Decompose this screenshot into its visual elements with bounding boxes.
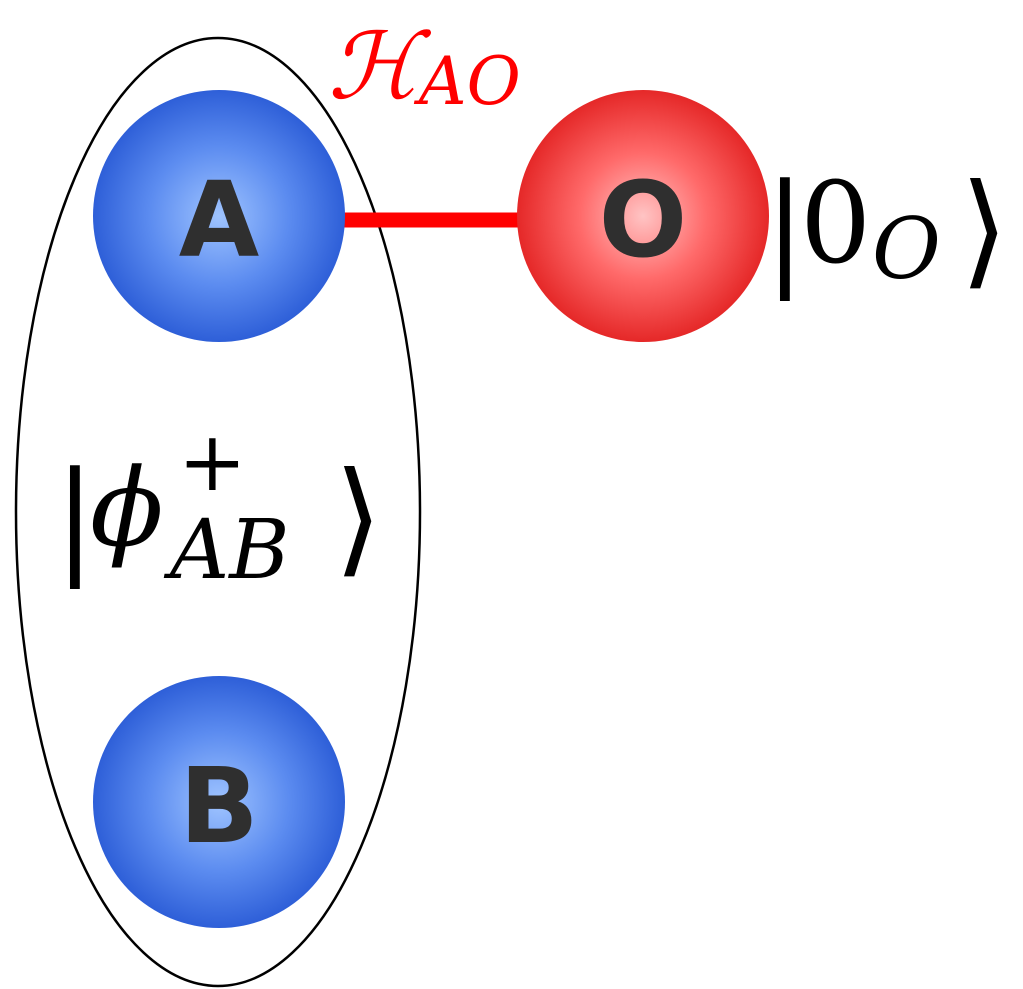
entangled-state-label: | ϕ + AB ⟩ xyxy=(54,415,382,598)
node-b-label: B xyxy=(179,745,258,867)
node-o-label: O xyxy=(599,159,687,281)
entangled-state-superscript: + xyxy=(178,415,247,510)
coupling-label: ℋAO xyxy=(328,13,521,120)
observer-state-ket: ⟩ xyxy=(960,158,1008,302)
observer-state-value: 0 xyxy=(800,159,871,289)
coupling-symbol: ℋ xyxy=(328,13,432,120)
node-a: A xyxy=(93,90,345,342)
node-o-circle xyxy=(517,90,769,342)
observer-state-bar: | xyxy=(764,158,806,302)
entangled-state-subscript: AB xyxy=(163,503,289,598)
coupling-subscript: AO xyxy=(413,43,521,120)
node-o: O xyxy=(517,90,769,342)
node-b: B xyxy=(93,676,345,928)
node-b-circle xyxy=(93,676,345,928)
node-a-label: A xyxy=(179,159,260,281)
entangled-state-symbol: ϕ xyxy=(90,446,164,571)
node-a-circle xyxy=(93,90,345,342)
entangled-state-ket: ⟩ xyxy=(334,446,382,590)
entangled-state-bar: | xyxy=(54,446,96,590)
observer-state-subscript: O xyxy=(872,200,941,298)
entangled-pair-ellipse xyxy=(14,36,422,988)
observer-state-label: | 0 O ⟩ xyxy=(764,158,1008,302)
